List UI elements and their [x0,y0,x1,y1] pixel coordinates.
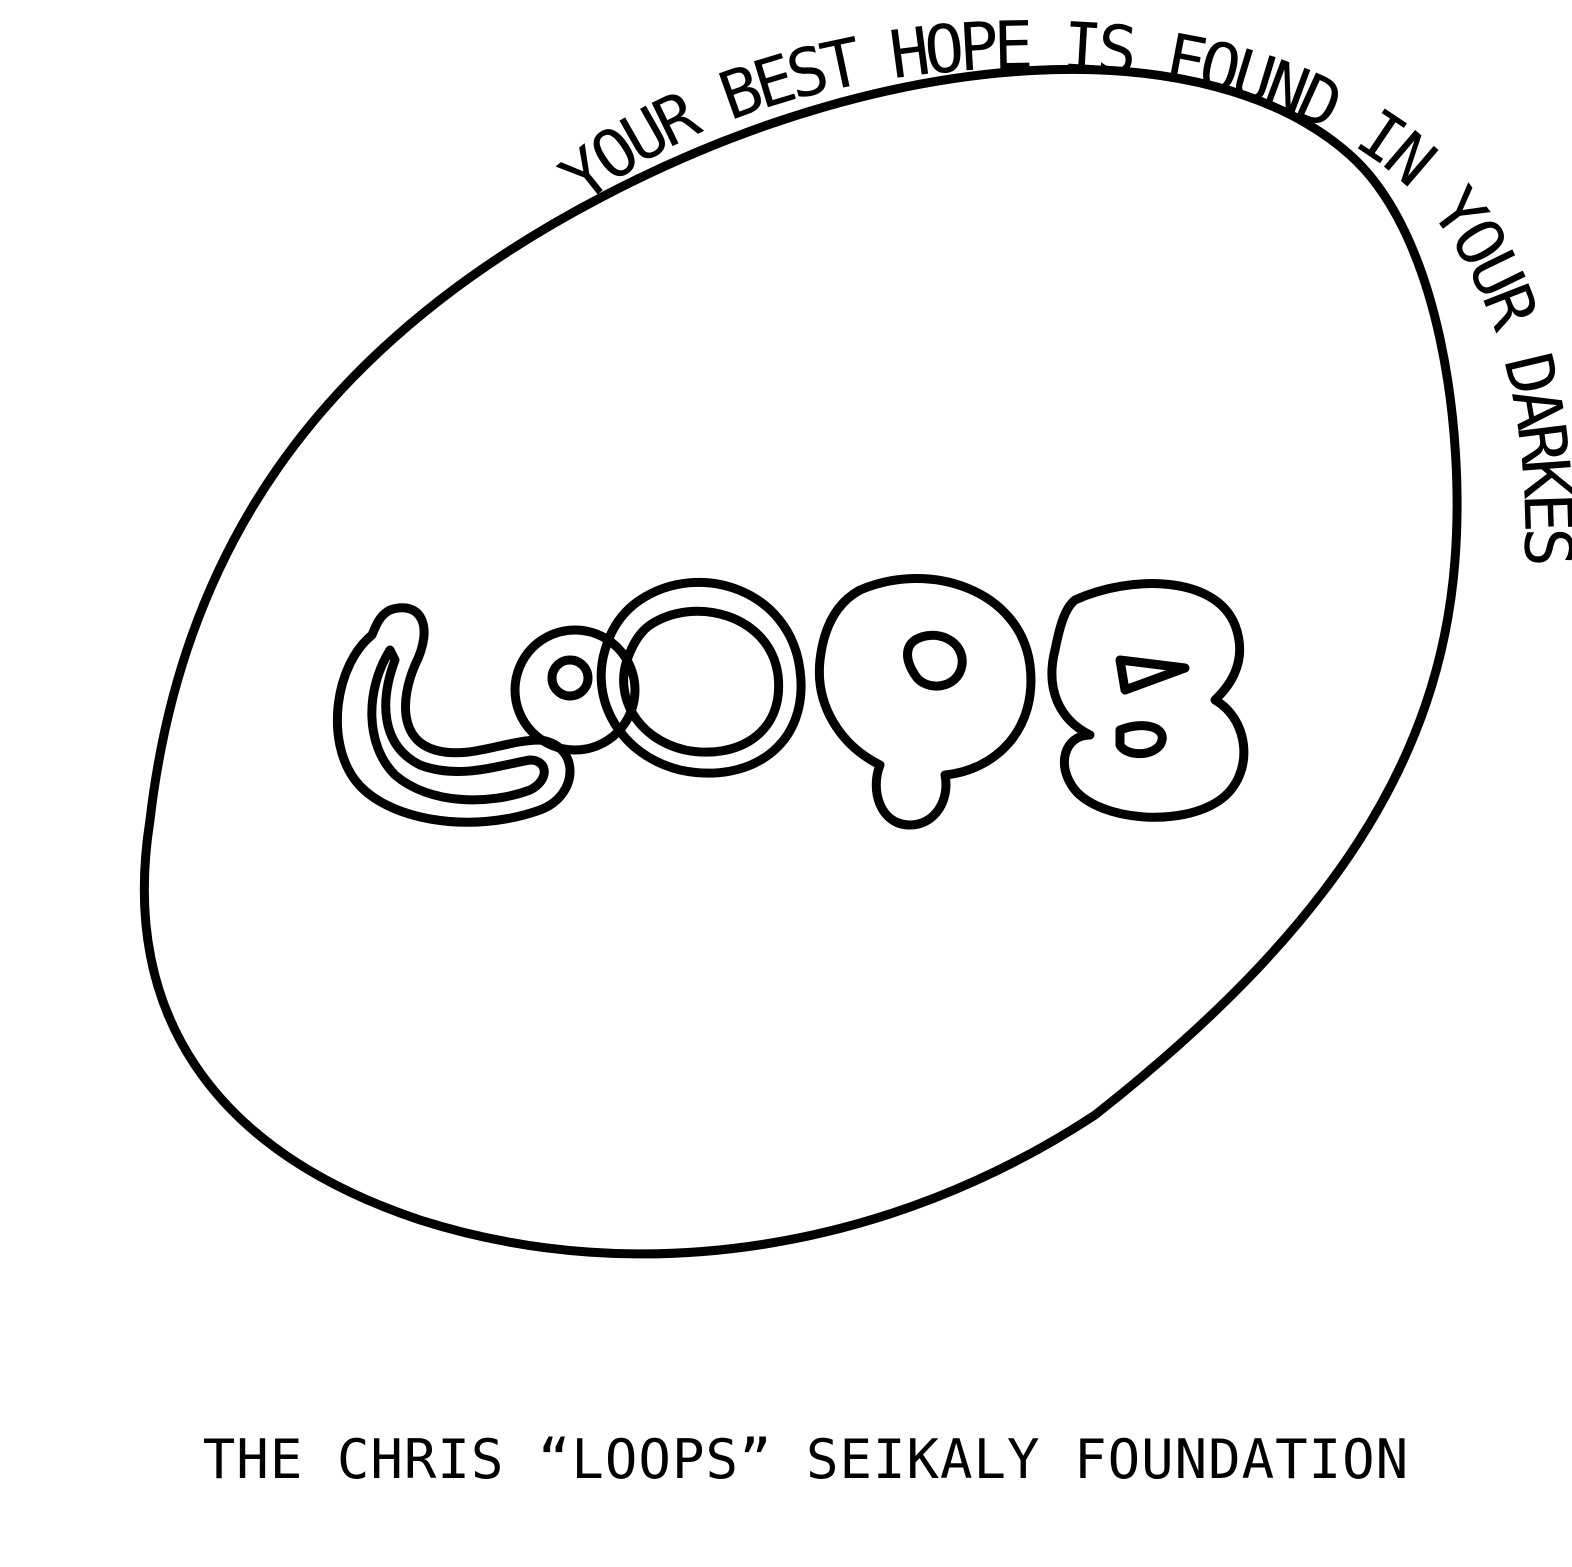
tagline-english: YOUR BEST HOPE IS FOUND IN YOUR DARKEST … [0,0,1572,564]
tagline-english-text: YOUR BEST HOPE IS FOUND IN YOUR DARKEST … [0,0,1572,564]
letter-p-outer [814,574,1036,830]
foundation-name: THE CHRIS “LOOPS” SEIKALY FOUNDATION [202,1428,1410,1491]
letter-s-inner-top [1115,655,1190,695]
letter-o1-outer [510,625,640,755]
letter-s-inner-bottom [1115,721,1167,759]
letter-o2-inner [619,606,784,757]
letter-l-inner [367,645,549,805]
egg-outline [139,64,1462,1259]
tagline-arabic-text: الأمل تجده في اصعب ساعة [0,0,41,18]
tagline-arabic: الأمل تجده في اصعب ساعة [0,0,41,18]
loops-wordmark [332,574,1249,830]
letter-p-inner [903,630,967,691]
letter-o2-outer [596,577,806,778]
letter-o1-inner [547,655,593,701]
letter-s-outer [1047,579,1249,822]
